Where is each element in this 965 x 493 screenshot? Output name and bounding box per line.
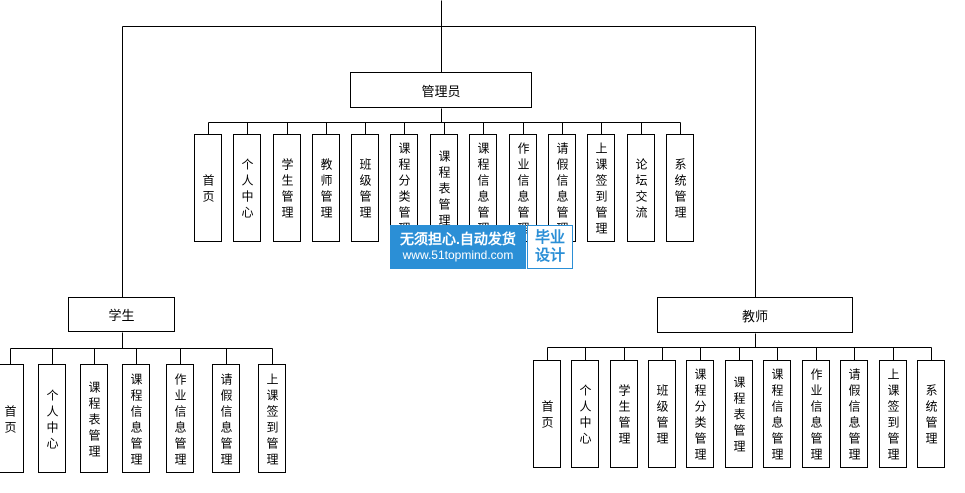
admin-menu-item-label: 请假信息管理 <box>555 142 569 238</box>
teacher-menu-item: 班级管理 <box>648 360 676 468</box>
teacher-menu-item: 课程分类管理 <box>686 360 714 468</box>
watermark-badge: 毕业 设计 <box>527 225 573 269</box>
teacher-menu-item-label: 学生管理 <box>617 384 631 448</box>
admin-role-box: 管理员 <box>350 72 532 108</box>
teacher-menu-item: 个人中心 <box>571 360 599 468</box>
admin-menu-item: 首页 <box>194 134 222 242</box>
student-menu-item-label: 请假信息管理 <box>219 372 233 469</box>
student-menu-item: 首页 <box>0 364 24 473</box>
student-menu-item-label: 课程表管理 <box>87 380 101 461</box>
student-menu-item-label: 作业信息管理 <box>173 372 187 469</box>
watermark-url: www.51topmind.com <box>402 248 514 263</box>
teacher-menu-item: 上课签到管理 <box>879 360 907 468</box>
student-menu-item: 请假信息管理 <box>212 364 240 473</box>
teacher-menu-item-label: 班级管理 <box>655 384 669 448</box>
teacher-menu-item-label: 课程表管理 <box>732 376 746 456</box>
teacher-menu-item: 学生管理 <box>610 360 638 468</box>
admin-menu-item-label: 课程分类管理 <box>397 142 411 238</box>
student-menu-item-label: 上课签到管理 <box>265 372 279 469</box>
admin-menu-item-label: 课程信息管理 <box>476 142 490 238</box>
teacher-menu-item: 请假信息管理 <box>840 360 868 468</box>
student-menu-item: 上课签到管理 <box>258 364 286 473</box>
teacher-menu-item: 课程信息管理 <box>763 360 791 468</box>
student-menu-item: 课程表管理 <box>80 364 108 473</box>
teacher-menu-item-label: 上课签到管理 <box>886 368 900 464</box>
watermark-badge-top: 毕业 <box>534 229 565 246</box>
admin-menu-item: 课程信息管理 <box>469 134 497 242</box>
teacher-menu-item: 课程表管理 <box>725 360 753 468</box>
teacher-menu-item-label: 作业信息管理 <box>809 368 823 464</box>
student-role-box-label: 学生 <box>108 308 135 323</box>
student-menu-item-label: 首页 <box>3 404 17 437</box>
teacher-role-box-label: 教师 <box>741 308 768 324</box>
admin-menu-item-label: 论坛交流 <box>634 158 648 222</box>
teacher-role-box: 教师 <box>657 297 853 333</box>
watermark-slogan: 无须担心.自动发货 <box>400 231 516 248</box>
student-menu-item: 课程信息管理 <box>122 364 150 473</box>
student-menu-item-label: 课程信息管理 <box>129 372 143 469</box>
student-role-box: 学生 <box>68 297 175 332</box>
admin-menu-item-label: 个人中心 <box>240 158 254 222</box>
admin-menu-item-label: 首页 <box>201 174 215 206</box>
admin-menu-item-label: 课程表管理 <box>437 150 451 230</box>
admin-menu-item-label: 教师管理 <box>319 158 333 222</box>
admin-menu-item: 上课签到管理 <box>587 134 615 242</box>
admin-menu-item-label: 学生管理 <box>280 158 294 222</box>
admin-menu-item-label: 上课签到管理 <box>594 142 608 238</box>
watermark: 无须担心.自动发货 www.51topmind.com 毕业 设计 <box>390 225 573 269</box>
admin-menu-item: 请假信息管理 <box>548 134 576 242</box>
admin-role-box-label: 管理员 <box>421 83 461 99</box>
admin-menu-item-label: 班级管理 <box>358 158 372 222</box>
teacher-menu-item-label: 课程信息管理 <box>770 368 784 464</box>
student-menu-item: 个人中心 <box>38 364 66 473</box>
admin-menu-item: 论坛交流 <box>627 134 655 242</box>
admin-menu-item-label: 系统管理 <box>673 158 687 222</box>
admin-menu-item: 课程表管理 <box>430 134 458 242</box>
student-menu-item: 作业信息管理 <box>166 364 194 473</box>
admin-menu-item: 班级管理 <box>351 134 379 242</box>
admin-menu-item: 系统管理 <box>666 134 694 242</box>
admin-menu-item: 学生管理 <box>273 134 301 242</box>
teacher-menu-item-label: 个人中心 <box>578 384 592 448</box>
watermark-badge-bottom: 设计 <box>534 247 565 264</box>
student-menu-item-label: 个人中心 <box>45 388 59 453</box>
admin-menu-item: 教师管理 <box>312 134 340 242</box>
teacher-menu-item-label: 首页 <box>540 400 554 432</box>
teacher-menu-item: 首页 <box>533 360 561 468</box>
watermark-banner: 无须担心.自动发货 www.51topmind.com <box>390 225 526 269</box>
teacher-menu-item-label: 课程分类管理 <box>693 368 707 464</box>
teacher-menu-item: 作业信息管理 <box>802 360 830 468</box>
teacher-menu-item-label: 系统管理 <box>924 384 938 448</box>
teacher-menu-item-label: 请假信息管理 <box>847 368 861 464</box>
teacher-menu-item: 系统管理 <box>917 360 945 468</box>
admin-menu-item: 作业信息管理 <box>509 134 537 242</box>
admin-menu-item: 个人中心 <box>233 134 261 242</box>
admin-menu-item-label: 作业信息管理 <box>516 142 530 238</box>
